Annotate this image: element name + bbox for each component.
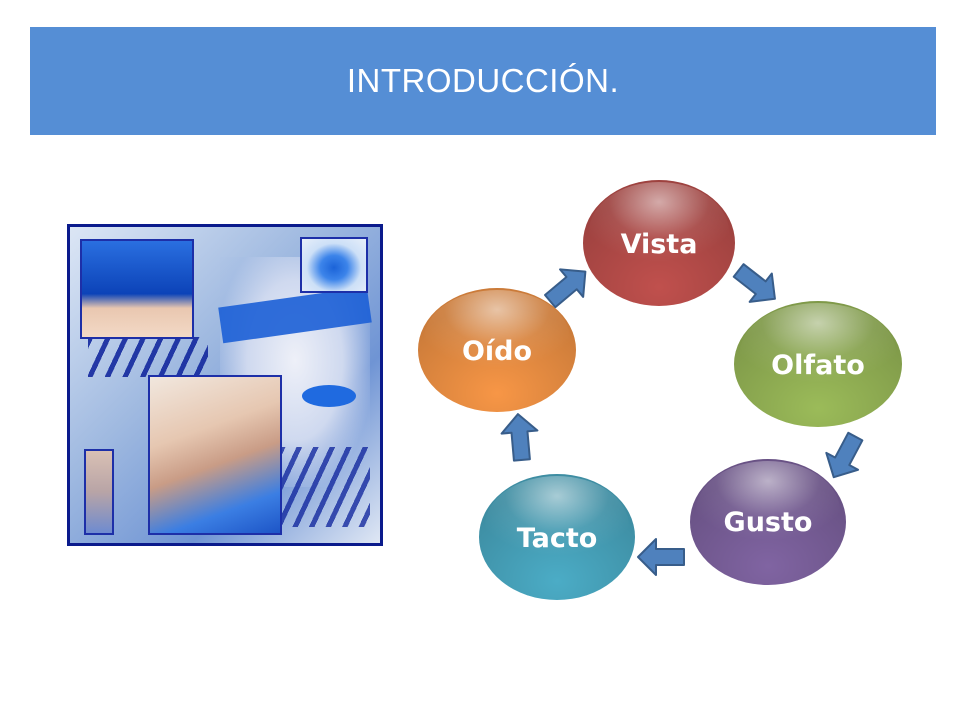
arrow-oido-to-vista bbox=[544, 268, 587, 309]
node-label-oido: Oído bbox=[462, 336, 532, 367]
collage-image bbox=[67, 224, 383, 546]
collage-panel-eyes bbox=[80, 239, 194, 339]
node-vista: Vista bbox=[583, 180, 735, 306]
arrow-gusto-to-tacto bbox=[637, 538, 685, 576]
node-olfato: Olfato bbox=[734, 301, 902, 427]
collage-panel-hand bbox=[148, 375, 282, 535]
collage-lips bbox=[302, 385, 356, 407]
node-gusto: Gusto bbox=[690, 459, 846, 585]
collage-stripes-lower bbox=[280, 447, 370, 527]
arrow-tacto-to-oido bbox=[500, 413, 539, 462]
collage-panel-finger bbox=[84, 449, 114, 535]
node-oido: Oído bbox=[418, 288, 576, 412]
node-label-gusto: Gusto bbox=[724, 507, 813, 538]
node-label-tacto: Tacto bbox=[517, 523, 598, 554]
title-bar: INTRODUCCIÓN. bbox=[30, 27, 936, 135]
arrow-olfato-to-gusto bbox=[825, 431, 864, 479]
node-label-vista: Vista bbox=[621, 229, 698, 260]
node-tacto: Tacto bbox=[479, 474, 635, 600]
collage-stripes bbox=[88, 337, 208, 377]
node-label-olfato: Olfato bbox=[771, 350, 865, 381]
arrow-vista-to-olfato bbox=[732, 263, 776, 303]
collage-panel-mouth bbox=[300, 237, 368, 293]
slide-title: INTRODUCCIÓN. bbox=[346, 62, 620, 99]
